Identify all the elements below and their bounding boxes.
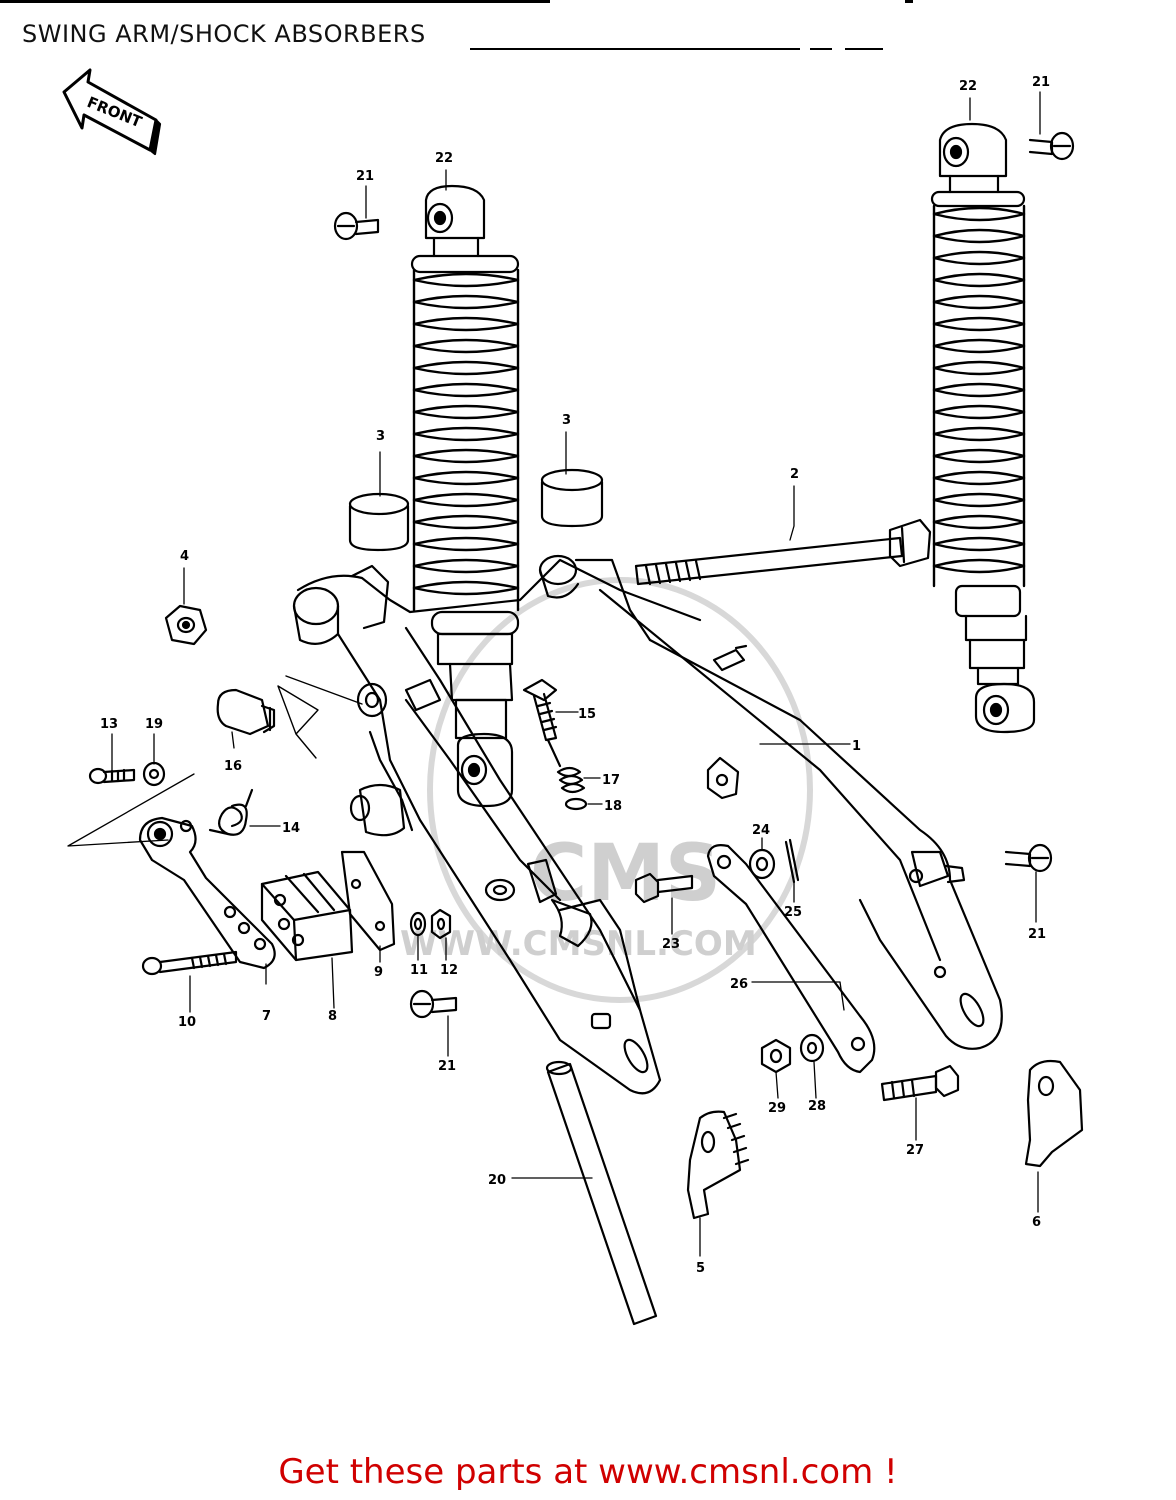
callout-27: 27 (906, 1143, 924, 1158)
torque-arm (706, 844, 876, 1074)
callout-3: 3 (562, 413, 571, 428)
leader-7-pair (67, 773, 195, 847)
callout-16: 16 (224, 759, 242, 774)
grease-nipple (522, 678, 562, 768)
callout-21: 21 (438, 1059, 456, 1074)
torque-link (138, 816, 276, 970)
callout-19: 19 (145, 717, 163, 732)
callout-17: 17 (602, 773, 620, 788)
title-rule-seg (845, 48, 883, 50)
callout-1: 1 (852, 739, 861, 754)
return-spring (208, 788, 254, 836)
callout-15: 15 (578, 707, 596, 722)
plate-9 (340, 850, 396, 952)
spring-17 (556, 766, 586, 794)
bolt-10 (141, 950, 238, 976)
parts-diagram: CMS WWW.CMSNL.COM FRONT (62, 68, 1084, 1326)
callout-21: 21 (356, 169, 374, 184)
callout-8: 8 (328, 1009, 337, 1024)
spacer-left (348, 492, 410, 552)
leader-16 (285, 675, 363, 705)
nut (164, 604, 208, 646)
callout-22: 22 (959, 79, 977, 94)
callout-25: 25 (784, 905, 802, 920)
watermark: CMS WWW.CMSNL.COM (400, 577, 813, 1003)
bolt-21-top-left (333, 211, 380, 241)
callout-29: 29 (768, 1101, 786, 1116)
bolt-27 (880, 1064, 960, 1102)
watermark-url: WWW.CMSNL.COM (400, 924, 757, 964)
callout-4: 4 (180, 549, 189, 564)
callout-6: 6 (1032, 1215, 1041, 1230)
bolt-21-top-right (1028, 131, 1075, 161)
zigzag-leader (277, 685, 319, 759)
callout-3: 3 (376, 429, 385, 444)
cotter-pin (784, 838, 800, 884)
washer-19 (142, 761, 166, 787)
bolt-21-right (1004, 843, 1053, 873)
right-shock-spring (932, 204, 1026, 588)
cap (216, 688, 276, 736)
callout-11: 11 (410, 963, 428, 978)
callout-28: 28 (808, 1099, 826, 1114)
callout-20: 20 (488, 1173, 506, 1188)
callout-13: 13 (100, 717, 118, 732)
nut-29 (760, 1038, 792, 1074)
o-ring-18 (564, 797, 588, 811)
pivot-shaft (634, 518, 932, 586)
callout-7: 7 (262, 1009, 271, 1024)
callout-21: 21 (1032, 75, 1050, 90)
block-8 (260, 870, 354, 962)
callout-12: 12 (440, 963, 458, 978)
callout-9: 9 (374, 965, 383, 980)
left-shock-absorber (410, 184, 520, 808)
callout-24: 24 (752, 823, 770, 838)
callout-21: 21 (1028, 927, 1046, 942)
callout-14: 14 (282, 821, 300, 836)
right-shock-absorber (930, 122, 1036, 734)
callout-18: 18 (604, 799, 622, 814)
left-shock-spring (412, 268, 520, 612)
washer-11 (409, 911, 427, 937)
title-rule (470, 48, 800, 50)
spacer-right (540, 468, 604, 528)
callout-5: 5 (696, 1261, 705, 1276)
chain-adjuster-6 (1024, 1059, 1084, 1168)
bolt-13 (88, 767, 136, 785)
washer-28 (799, 1033, 825, 1063)
front-arrow-icon: FRONT (62, 68, 162, 156)
callouts: 22 21 22 21 3 3 2 4 15 1 13 19 16 17 18 … (100, 75, 1050, 1276)
title-rule-seg (810, 48, 832, 50)
callout-10: 10 (178, 1015, 196, 1030)
nut-12 (430, 908, 452, 940)
watermark-logo: CMS (530, 829, 721, 919)
rod (545, 1060, 658, 1326)
chain-adjuster-5 (686, 1110, 750, 1220)
leader-lines (111, 91, 1041, 1257)
bolt-23 (634, 872, 694, 904)
callout-23: 23 (662, 937, 680, 952)
swing-arm (292, 554, 1003, 1095)
callout-26: 26 (730, 977, 748, 992)
bolt-21-bottom (409, 989, 458, 1019)
callout-22: 22 (435, 151, 453, 166)
cta-link[interactable]: Get these parts at www.cmsnl.com ! (278, 1452, 898, 1492)
page-title: SWING ARM/SHOCK ABSORBERS (22, 20, 426, 48)
callout-2: 2 (790, 467, 799, 482)
top-rule-mark (905, 0, 913, 3)
front-label: FRONT (85, 93, 146, 131)
top-rule (0, 0, 550, 3)
